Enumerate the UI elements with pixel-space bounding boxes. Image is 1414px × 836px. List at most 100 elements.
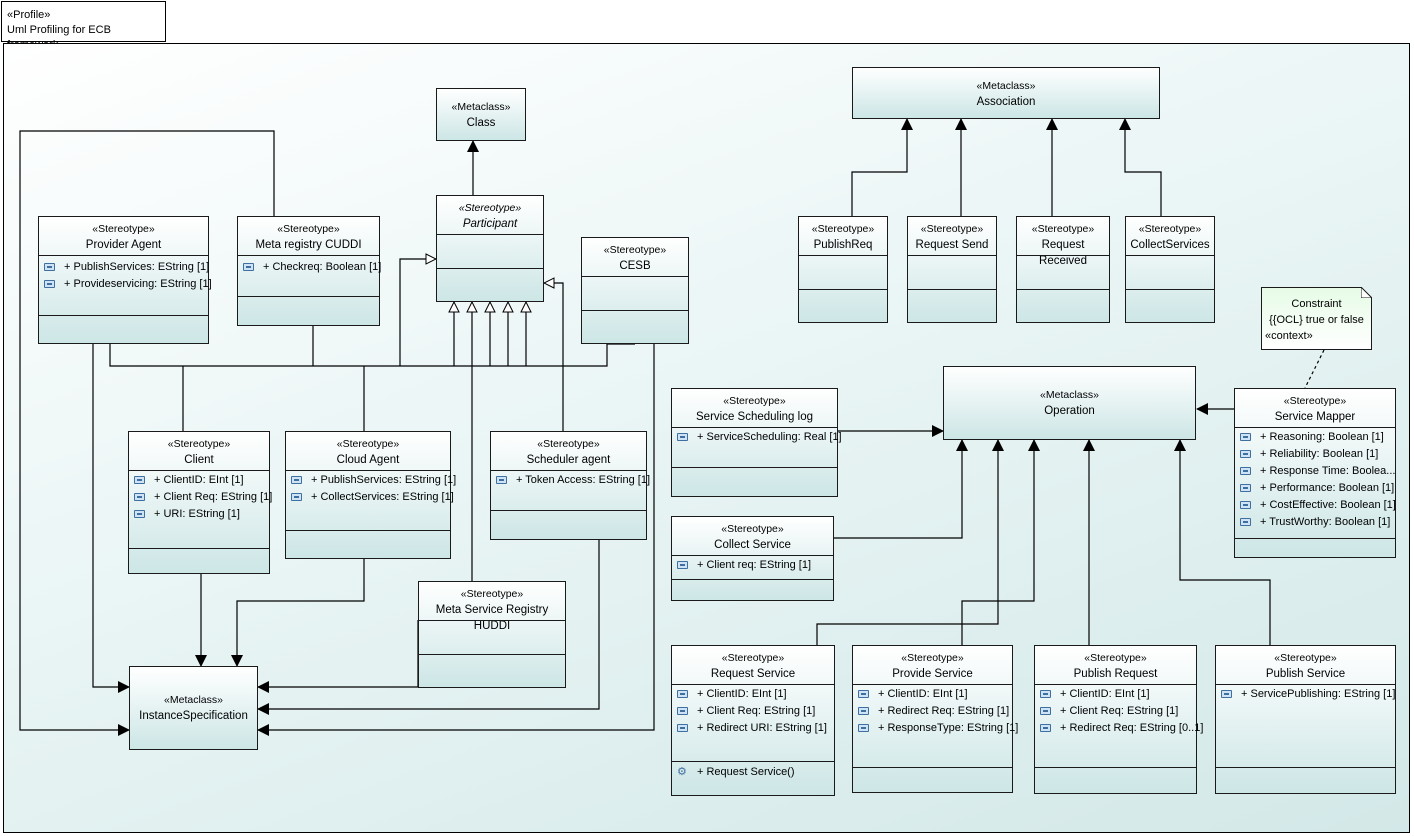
class-name: Association bbox=[976, 96, 1036, 108]
attribute-row[interactable]: + Provideservicing: EString [1] bbox=[39, 276, 212, 293]
constraint-note[interactable]: Constraint {{OCL} true or false «context… bbox=[1261, 287, 1372, 350]
class-name: Publish Request bbox=[1073, 668, 1158, 680]
package-tab[interactable]: «Profile» Uml Profiling for ECB framewor… bbox=[1, 1, 166, 51]
attribute-icon bbox=[134, 510, 145, 518]
attribute-icon bbox=[1240, 450, 1251, 458]
operation-row[interactable]: ⚙+ Request Service() bbox=[677, 766, 795, 778]
stereotype-label: «Stereotype» bbox=[603, 244, 667, 256]
class-name: Collect Service bbox=[714, 539, 791, 551]
operation-compartment bbox=[853, 767, 1012, 768]
stereotype-request-received[interactable]: «Stereotype» Request Received bbox=[1016, 216, 1110, 323]
extension-meta-registry-instancespec bbox=[19, 130, 275, 736]
operation-compartment bbox=[799, 289, 887, 290]
attribute-row[interactable]: + Token Access: EString [1] bbox=[491, 472, 650, 489]
stereotype-provider-agent[interactable]: «Stereotype» Provider Agent + PublishSer… bbox=[38, 216, 212, 344]
stereotype-request-send[interactable]: «Stereotype» Request Send bbox=[907, 216, 997, 323]
stereotype-label: «Stereotype» bbox=[721, 652, 785, 664]
stereotype-request-service[interactable]: «Stereotype» Request Service + ClientID:… bbox=[671, 645, 835, 796]
stereotype-publish-request[interactable]: «Stereotype» Publish Request + ClientID:… bbox=[1034, 645, 1203, 794]
attribute-compartment bbox=[1017, 255, 1109, 289]
metaclass-instancespecification[interactable]: «Metaclass» InstanceSpecification bbox=[129, 666, 258, 750]
attribute-icon bbox=[1221, 690, 1232, 698]
extension-publishservice-operation bbox=[1174, 439, 1271, 645]
attribute-row[interactable]: + Client req: EString [1] bbox=[672, 557, 833, 574]
operation-compartment bbox=[129, 548, 269, 549]
attribute-row[interactable]: + Response Time: Boolea... bbox=[1235, 463, 1395, 480]
attribute-row[interactable]: + ServicePublishing: EString [1] bbox=[1216, 686, 1395, 703]
class-name: Participant bbox=[462, 218, 518, 230]
stereotype-label: «Stereotype» bbox=[811, 223, 875, 235]
extension-requestservice-operation bbox=[816, 439, 1004, 645]
stereotype-participant[interactable]: «Stereotype» Participant bbox=[436, 195, 544, 302]
attribute-icon bbox=[496, 476, 507, 484]
stereotype-label: «Stereotype» bbox=[1031, 223, 1095, 235]
attribute-compartment bbox=[908, 255, 996, 289]
attribute-row[interactable]: + ClientID: EInt [1] bbox=[672, 686, 834, 703]
extension-provider-instancespec bbox=[92, 344, 130, 693]
operation-compartment bbox=[1216, 767, 1395, 768]
attribute-row[interactable]: + CollectServices: EString [1] bbox=[286, 489, 454, 506]
attribute-row[interactable]: + ResponseType: EString [1] bbox=[853, 720, 1018, 737]
attribute-icon bbox=[243, 263, 254, 271]
stereotype-meta-service-registry-huddi[interactable]: «Stereotype» Meta Service Registry HUDDI bbox=[418, 581, 566, 688]
attribute-row[interactable]: + Redirect URI: EString [1] bbox=[672, 720, 834, 737]
attribute-row[interactable]: + Redirect Req: EString [1] bbox=[853, 703, 1012, 720]
attribute-icon bbox=[1040, 690, 1051, 698]
attribute-compartment bbox=[437, 234, 543, 268]
attribute-row[interactable]: + Redirect Req: EString [0..1] bbox=[1035, 720, 1203, 737]
stereotype-scheduler-agent[interactable]: «Stereotype» Scheduler agent + Token Acc… bbox=[490, 431, 650, 540]
attribute-icon bbox=[677, 690, 688, 698]
stereotype-provide-service[interactable]: «Stereotype» Provide Service + ClientID:… bbox=[852, 645, 1018, 793]
class-name: Request Service bbox=[710, 668, 796, 680]
stereotype-collectservices[interactable]: «Stereotype» CollectServices bbox=[1125, 216, 1215, 323]
attribute-icon bbox=[1240, 518, 1251, 526]
stereotype-publishreq[interactable]: «Stereotype» PublishReq bbox=[798, 216, 888, 323]
attribute-row[interactable]: + CostEffective: Boolean [1] bbox=[1235, 497, 1396, 514]
attribute-row[interactable]: + URI: EString [1] bbox=[129, 506, 269, 523]
attribute-row[interactable]: + Reliability: Boolean [1] bbox=[1235, 446, 1395, 463]
stereotype-collect-service[interactable]: «Stereotype» Collect Service + Client re… bbox=[671, 516, 834, 601]
attribute-row[interactable]: + Client Req: EString [1] bbox=[129, 489, 272, 506]
extension-cesb-instancespec bbox=[257, 344, 655, 736]
attribute-row[interactable]: + Performance: Boolean [1] bbox=[1235, 480, 1395, 497]
attribute-row[interactable]: + Reasoning: Boolean [1] bbox=[1235, 429, 1395, 446]
attribute-row[interactable]: + ClientID: EInt [1] bbox=[1035, 686, 1196, 703]
stereotype-label: «Stereotype» bbox=[167, 438, 231, 450]
stereotype-label: «Metaclass» bbox=[451, 101, 511, 113]
operation-compartment: ⚙+ Request Service() bbox=[672, 761, 834, 781]
attribute-row[interactable]: + PublishServices: EString [1] bbox=[39, 259, 209, 276]
attribute-compartment bbox=[799, 255, 887, 289]
stereotype-label: «Stereotype» bbox=[920, 223, 984, 235]
operation-compartment bbox=[672, 579, 833, 580]
attribute-row[interactable]: + Client Req: EString [1] bbox=[1035, 703, 1196, 720]
metaclass-operation[interactable]: «Metaclass» Operation bbox=[943, 366, 1196, 440]
class-name: Request Received bbox=[1039, 239, 1087, 267]
stereotype-cesb[interactable]: «Stereotype» CESB bbox=[581, 237, 689, 344]
stereotype-label: «Stereotype» bbox=[458, 202, 522, 214]
stereotype-client[interactable]: «Stereotype» Client + ClientID: EInt [1]… bbox=[128, 431, 272, 574]
attribute-compartment: + Checkreq: Boolean [1] bbox=[238, 255, 381, 299]
attribute-icon bbox=[858, 724, 869, 732]
attribute-row[interactable]: + Client Req: EString [1] bbox=[672, 703, 834, 720]
stereotype-service-scheduling-log[interactable]: «Stereotype» Service Scheduling log + Se… bbox=[671, 388, 842, 497]
extension-provideservice-operation bbox=[961, 439, 1040, 645]
stereotype-service-mapper[interactable]: «Stereotype» Service Mapper + Reasoning:… bbox=[1234, 388, 1396, 558]
stereotype-publish-service[interactable]: «Stereotype» Publish Service + ServicePu… bbox=[1215, 645, 1396, 794]
stereotype-meta-registry-cuddi[interactable]: «Stereotype» Meta registry CUDDI + Check… bbox=[237, 216, 381, 326]
attribute-row[interactable]: + ClientID: EInt [1] bbox=[129, 472, 269, 489]
attribute-row[interactable]: + TrustWorthy: Boolean [1] bbox=[1235, 514, 1395, 531]
attribute-icon bbox=[1240, 484, 1251, 492]
metaclass-class[interactable]: «Metaclass» Class bbox=[436, 88, 526, 141]
extension-publishreq-association bbox=[851, 118, 913, 216]
class-name: Provide Service bbox=[892, 668, 973, 680]
attribute-icon bbox=[677, 724, 688, 732]
attribute-row[interactable]: + ServiceScheduling: Real [1] bbox=[672, 429, 842, 446]
class-name: Meta registry CUDDI bbox=[255, 239, 362, 251]
attribute-row[interactable]: + PublishServices: EString [1] bbox=[286, 472, 456, 489]
attribute-row[interactable]: + Checkreq: Boolean [1] bbox=[238, 259, 381, 276]
attribute-compartment: + ClientID: EInt [1] + Client Req: EStri… bbox=[129, 470, 272, 548]
attribute-row[interactable]: + ClientID: EInt [1] bbox=[853, 686, 1012, 703]
attribute-icon bbox=[858, 707, 869, 715]
stereotype-cloud-agent[interactable]: «Stereotype» Cloud Agent + PublishServic… bbox=[285, 431, 456, 559]
metaclass-association[interactable]: «Metaclass» Association bbox=[852, 67, 1160, 119]
